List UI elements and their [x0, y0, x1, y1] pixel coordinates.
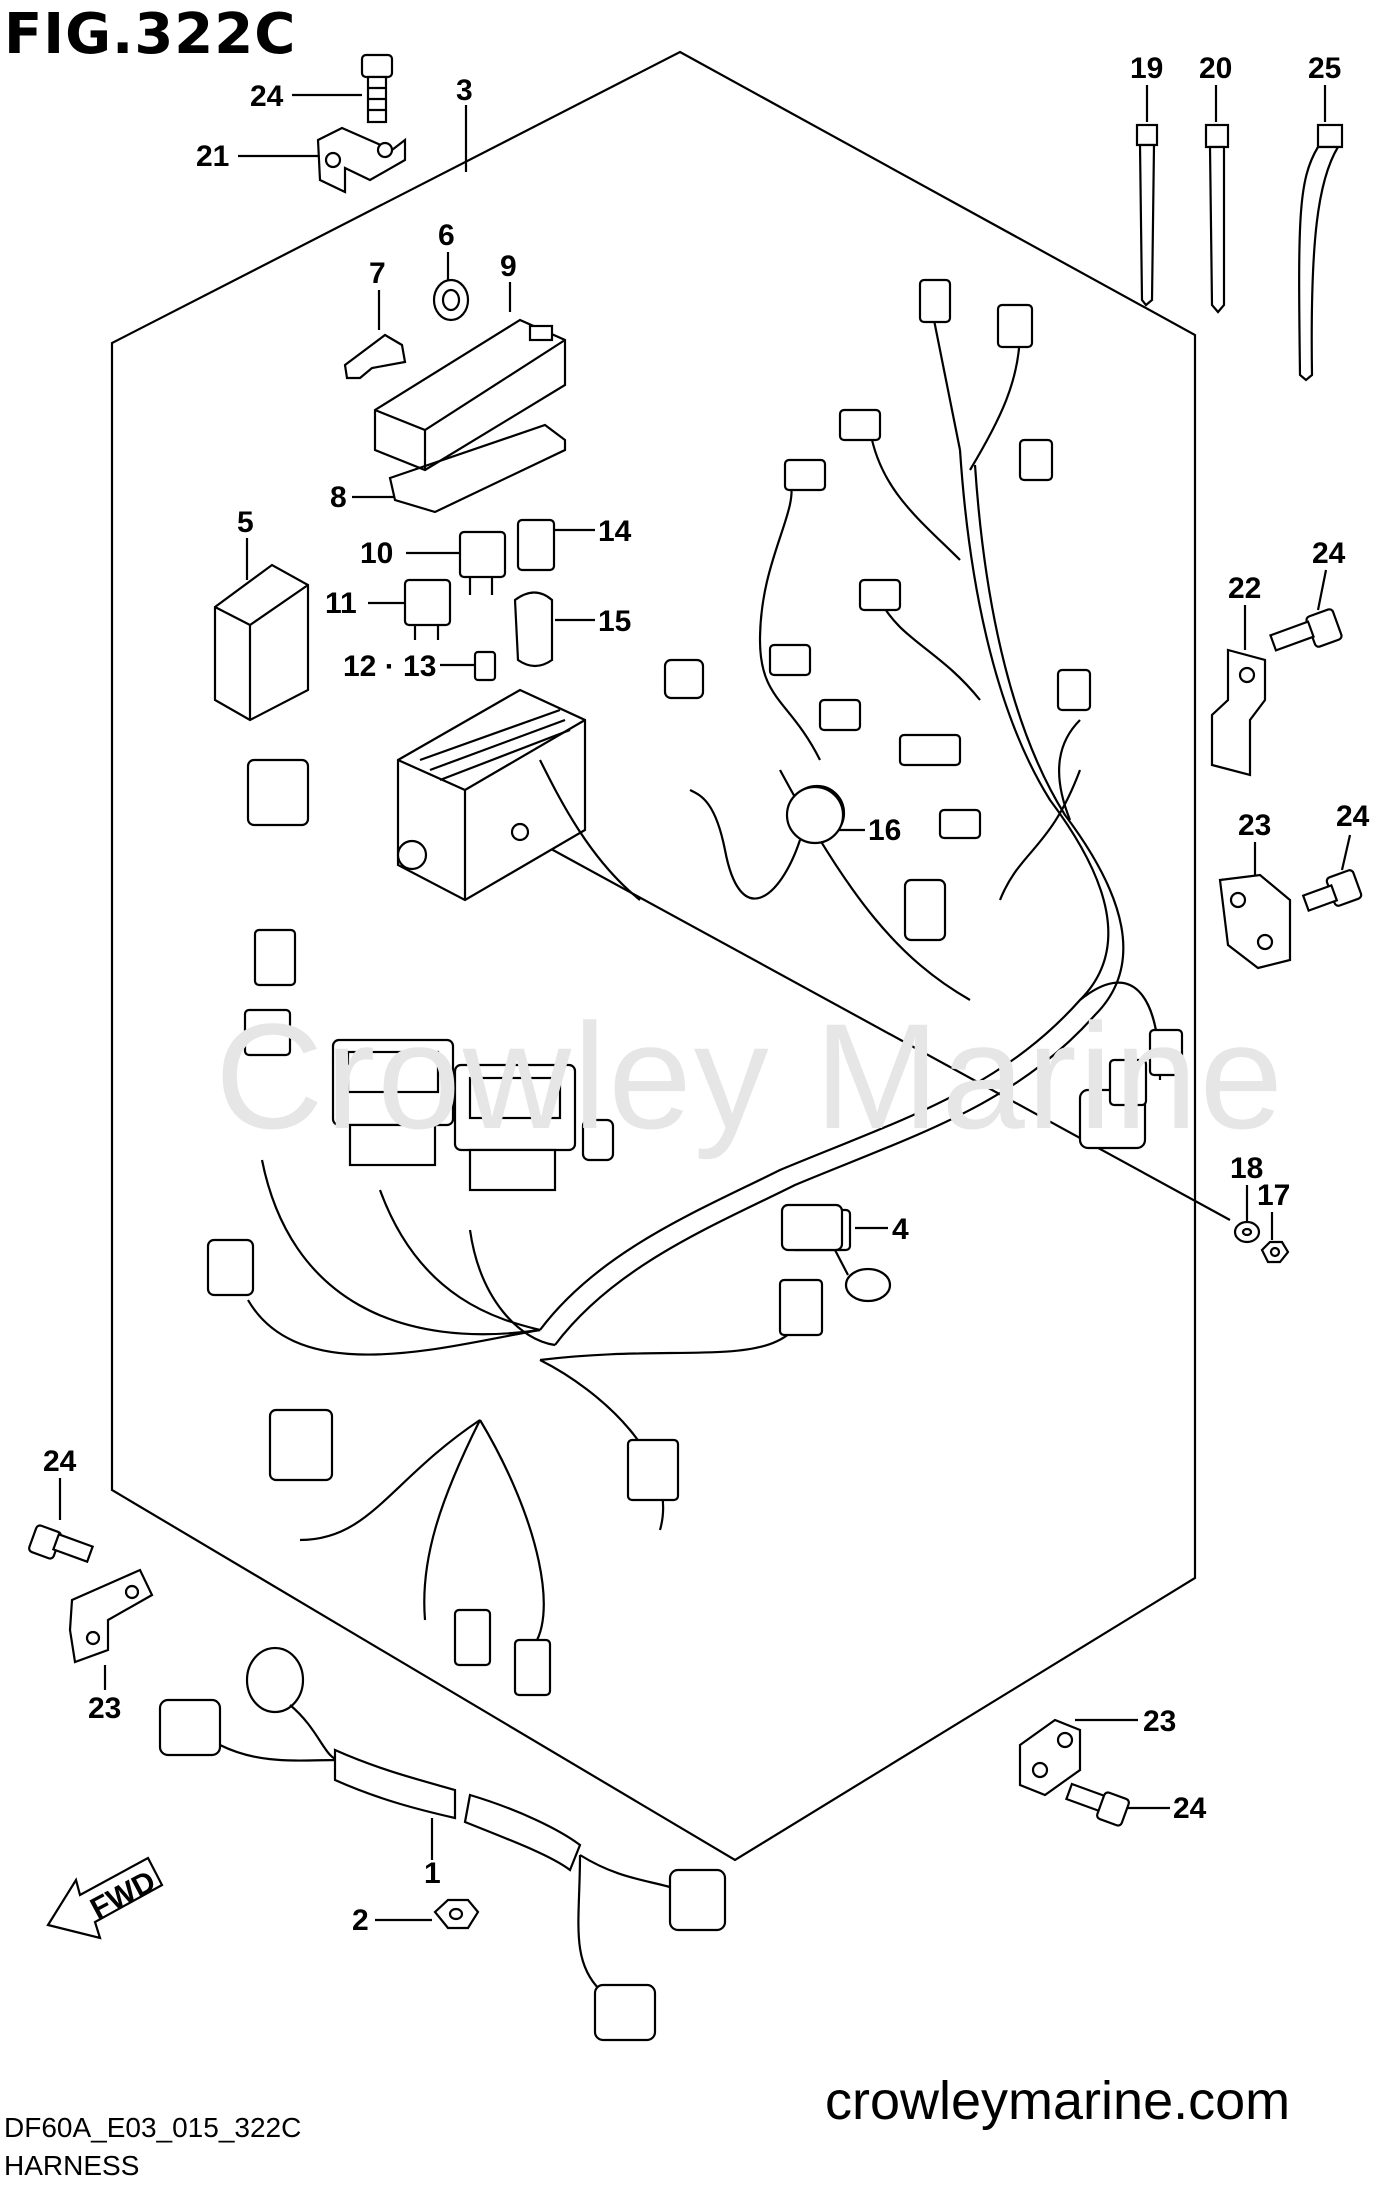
- fuse-12-13: [473, 650, 497, 682]
- website-label[interactable]: crowleymarine.com: [825, 2071, 1291, 2131]
- cable-tie-19: [1135, 123, 1159, 307]
- callout-15: 15: [598, 605, 631, 638]
- bracket-23-bottom-right: [1018, 1718, 1082, 1797]
- callout-11: 11: [325, 587, 357, 620]
- cable-tie-20: [1204, 123, 1230, 314]
- callout-2: 2: [352, 1904, 369, 1937]
- relay-10: [458, 530, 507, 595]
- callout-3: 3: [456, 74, 473, 107]
- callout-23-left: 23: [88, 1692, 121, 1725]
- callout-10: 10: [360, 537, 393, 570]
- callout-12-13: 12 · 13: [343, 650, 436, 683]
- relay-box-cover-9: [373, 318, 567, 472]
- bolt-24-top: [360, 53, 394, 124]
- callout-24-right: 24: [1312, 537, 1346, 570]
- bracket-22: [1210, 648, 1267, 777]
- fwd-arrow-icon: FWD: [46, 1856, 164, 1940]
- cable-tie-25: [1298, 123, 1344, 382]
- harness-assembly-outline: [110, 50, 1197, 1862]
- sensor-16: [689, 785, 845, 900]
- callout-16: 16: [868, 814, 901, 847]
- grommet-6: [432, 278, 470, 322]
- nut-17: [1260, 1240, 1290, 1264]
- callout-24: 24: [250, 80, 284, 113]
- gasket-8: [388, 423, 567, 514]
- callout-23-bottom-right: 23: [1143, 1705, 1176, 1738]
- callout-17: 17: [1257, 1179, 1290, 1212]
- ecu-connector-right: [453, 1063, 577, 1192]
- callout-labels: 24 21 3 6 7 9 8 5 10 14 11 15 12 · 13 16…: [43, 52, 1370, 1937]
- bolt-24-left: [28, 1524, 95, 1564]
- callout-25: 25: [1308, 52, 1341, 85]
- callout-19: 19: [1130, 52, 1163, 85]
- bolt-24-right: [1269, 608, 1343, 652]
- relay-holder-5: [213, 563, 310, 722]
- callout-24-right-2: 24: [1336, 800, 1370, 833]
- bracket-23-right: [1218, 873, 1292, 970]
- callout-1: 1: [424, 1857, 441, 1890]
- callout-20: 20: [1199, 52, 1232, 85]
- washer-18: [1233, 1220, 1261, 1244]
- fuse-14: [516, 518, 556, 572]
- callout-9: 9: [500, 250, 517, 283]
- callout-4: 4: [892, 1213, 909, 1246]
- bracket-21: [316, 126, 407, 194]
- callout-8: 8: [330, 481, 347, 514]
- callout-14: 14: [598, 515, 632, 548]
- ecu-connector-left: [331, 1038, 455, 1167]
- figure-title: FIG.322C: [4, 2, 297, 67]
- junction-box: [396, 688, 587, 902]
- callout-7: 7: [369, 257, 386, 290]
- fuse-cap-15: [513, 591, 554, 668]
- diagram-description: HARNESS: [4, 2150, 140, 2181]
- callout-5: 5: [237, 506, 254, 539]
- bracket-23-left: [68, 1568, 154, 1664]
- callout-21: 21: [196, 140, 229, 173]
- harness-connectors: [206, 278, 1184, 1697]
- bolt-24-bottom-right: [1064, 1782, 1130, 1827]
- bolt-24-right-2: [1301, 869, 1363, 913]
- battery-harness-1: [158, 1646, 727, 2042]
- callout-23-right: 23: [1238, 809, 1271, 842]
- callout-22: 22: [1228, 572, 1261, 605]
- harness-wires: [247, 299, 1162, 1651]
- terminal-cap-4: [780, 1203, 892, 1303]
- callout-24-left: 24: [43, 1445, 77, 1478]
- relay-11: [403, 578, 452, 640]
- watermark: Crowley Marine: [215, 992, 1285, 1160]
- callout-18: 18: [1230, 1152, 1263, 1185]
- callout-6: 6: [438, 219, 455, 252]
- nut-2: [433, 1898, 480, 1930]
- callout-24-bottom-right: 24: [1173, 1792, 1207, 1825]
- leader-lines: [58, 85, 1352, 1922]
- clip-7: [343, 333, 407, 380]
- diagram-code: DF60A_E03_015_322C: [4, 2112, 302, 2143]
